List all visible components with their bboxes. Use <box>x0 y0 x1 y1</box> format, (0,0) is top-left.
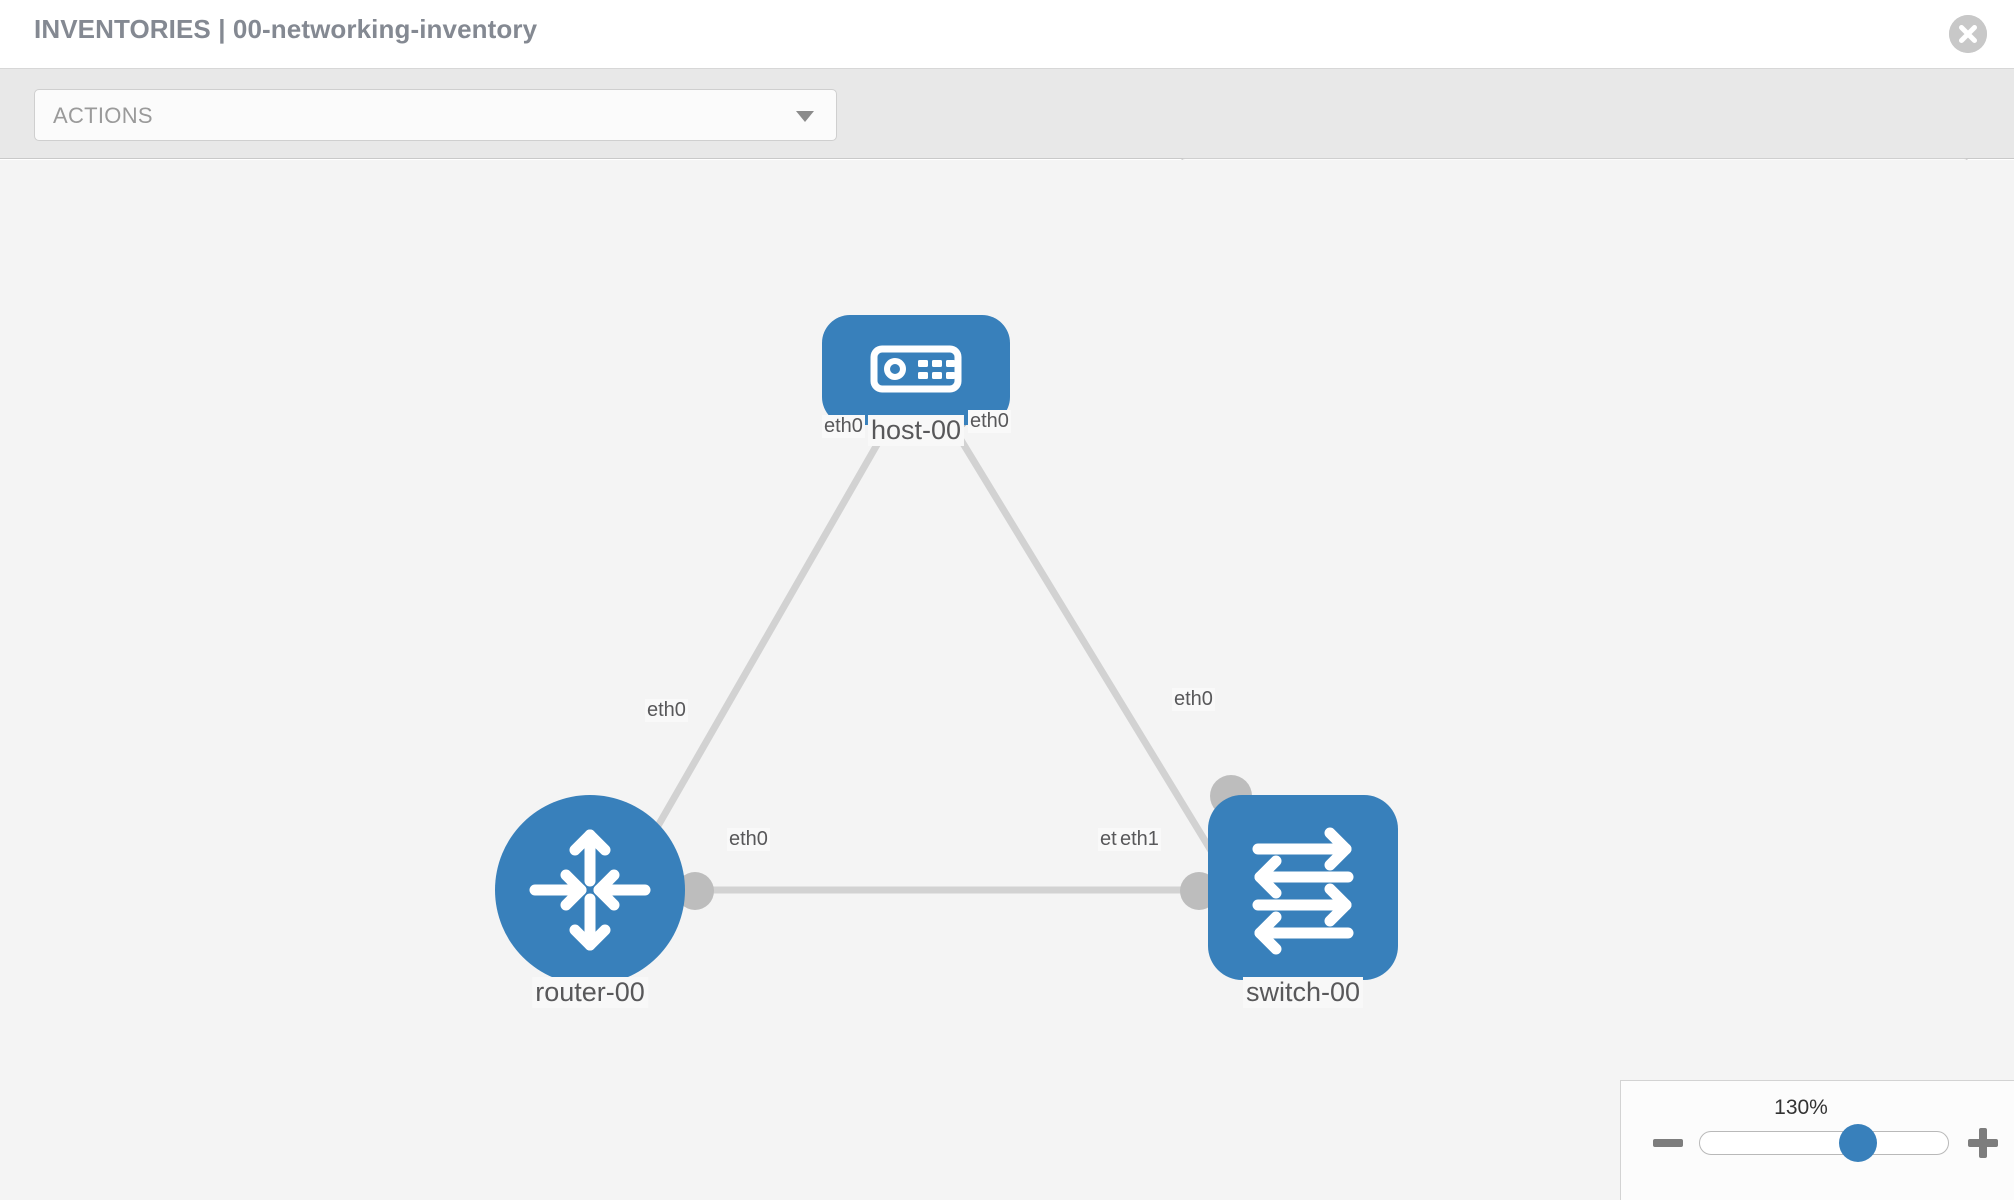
page-title: INVENTORIES | 00-networking-inventory <box>34 14 538 44</box>
node-switch-00-shape <box>1208 795 1398 980</box>
zoom-out-button[interactable] <box>1651 1126 1685 1160</box>
node-router-00-label: router-00 <box>532 977 648 1008</box>
node-host-00-shape <box>822 315 1010 425</box>
topology-canvas[interactable]: host-00 router-00 <box>0 160 2014 1200</box>
zoom-slider-thumb[interactable] <box>1838 1124 1877 1162</box>
link-host-router <box>616 418 894 896</box>
router-arrows-icon <box>529 829 651 951</box>
topology-links <box>616 418 1239 896</box>
zoom-in-button[interactable] <box>1966 1126 2000 1160</box>
actions-dropdown[interactable]: ACTIONS <box>34 89 837 141</box>
interface-label-switch-up: eth0 <box>1172 688 1215 711</box>
interface-label-router-up: eth0 <box>645 699 688 722</box>
page-header: INVENTORIES | 00-networking-inventory <box>0 0 2014 69</box>
node-switch-00-label: switch-00 <box>1242 977 1364 1008</box>
interface-label-host-left: eth0 <box>822 415 865 438</box>
link-host-switch <box>946 418 1239 894</box>
switch-arrows-icon <box>1252 827 1354 955</box>
node-switch-00[interactable]: switch-00 <box>1208 795 1398 1008</box>
interface-label-router-right: eth0 <box>727 828 770 851</box>
node-host-00[interactable]: host-00 <box>822 315 1010 446</box>
zoom-slider[interactable] <box>1699 1124 1949 1162</box>
toolbar: ACTIONS SEARCH <box>0 69 2014 210</box>
interface-label-switch-left-b: eth1 <box>1118 828 1161 851</box>
zoom-level-value: 130% <box>1774 1096 1828 1119</box>
node-router-00-shape <box>495 795 685 985</box>
server-icon <box>870 345 962 393</box>
chevron-down-icon <box>796 111 814 122</box>
close-icon[interactable] <box>1949 15 1987 53</box>
node-host-00-label: host-00 <box>867 415 965 446</box>
actions-dropdown-label: ACTIONS <box>53 103 153 128</box>
interface-label-host-right: eth0 <box>968 410 1011 433</box>
node-router-00[interactable]: router-00 <box>495 795 685 1008</box>
zoom-control-panel: 130% <box>1620 1080 2014 1200</box>
